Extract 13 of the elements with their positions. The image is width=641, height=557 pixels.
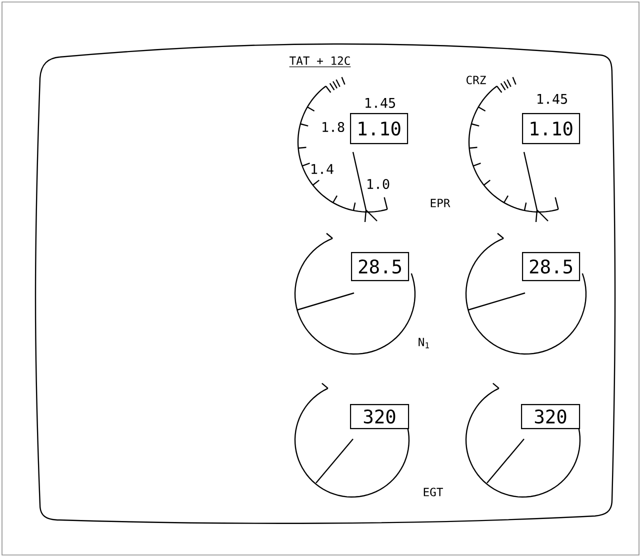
readout-box: 28.5 — [351, 252, 410, 282]
readout-box: 320 — [521, 404, 580, 430]
scale-label: 1.4 — [312, 164, 334, 174]
scale-label: EPR — [430, 198, 450, 208]
readout-box: 1.10 — [522, 113, 580, 144]
readout-box: 28.5 — [522, 252, 580, 282]
scale-label: TAT + 12C — [289, 56, 351, 68]
scale-label: CRZ — [466, 76, 486, 84]
scale-label: N$_{1}$ — [418, 338, 429, 348]
readout-box: 1.10 — [350, 113, 408, 144]
scale-label: EGT — [424, 488, 443, 496]
readout-box: 320 — [350, 404, 410, 430]
scale-label: 1.0 — [368, 178, 390, 190]
